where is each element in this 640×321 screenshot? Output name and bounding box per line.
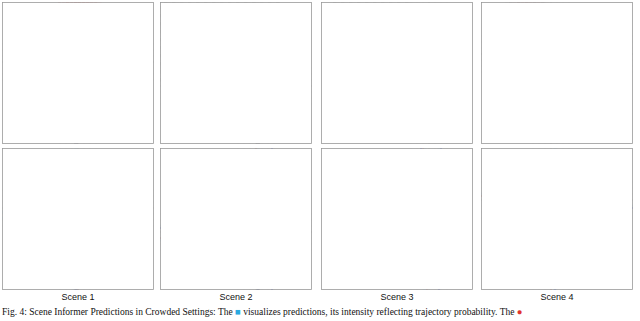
scene-label: Scene 2 <box>219 292 252 302</box>
caption-symbol: ● <box>517 307 523 317</box>
caption-symbol: ■ <box>235 307 241 317</box>
panel-content <box>2 2 154 144</box>
scene-label: Scene 1 <box>61 292 94 302</box>
panel-frame <box>3 149 154 290</box>
scene-panel <box>481 2 633 144</box>
scene-panel <box>481 148 633 290</box>
figure-caption: Fig. 4: Scene Informer Predictions in Cr… <box>2 306 523 318</box>
panel-frame <box>161 3 312 144</box>
scene-panel <box>322 2 473 144</box>
panel-content <box>160 148 312 290</box>
panel-frame <box>322 3 473 144</box>
panel-frame <box>161 149 312 290</box>
panel-content <box>481 2 633 144</box>
scene-panel <box>2 2 154 144</box>
scene-panel <box>322 148 473 290</box>
scene-label: Scene 3 <box>380 292 413 302</box>
panel-frame <box>322 149 473 290</box>
panel-content <box>481 148 633 290</box>
scene-label: Scene 4 <box>540 292 573 302</box>
panel-frame <box>3 3 154 144</box>
panel-frame <box>482 3 633 144</box>
panel-content <box>160 2 312 144</box>
panel-content <box>2 148 154 290</box>
panel-frame <box>482 149 633 290</box>
scene-panel <box>160 148 312 290</box>
scene-panel <box>2 148 154 290</box>
scene-panel <box>160 2 312 144</box>
